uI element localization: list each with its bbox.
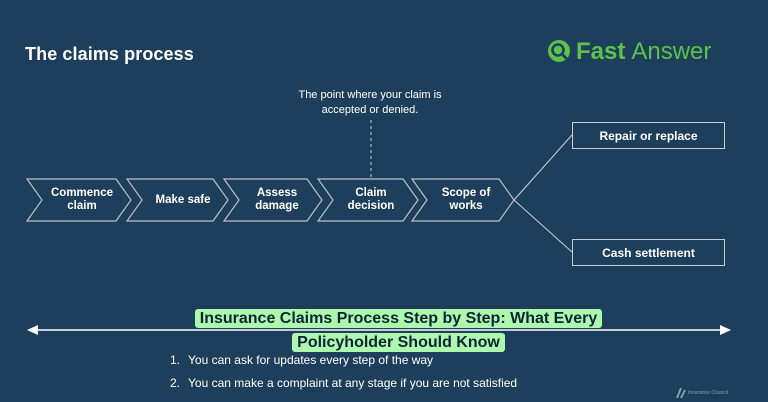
step-4-line-1: Claim [355,187,387,199]
step-make-safe: Make safe [140,179,226,221]
annotation-line-1: The point where your claim is [298,89,442,101]
magnifier-logo-icon [548,40,570,62]
diagram-title: The claims process [25,44,194,64]
outcome-cash-settlement: Cash settlement [572,239,725,266]
banner-line-1: Insurance Claims Process Step by Step: W… [194,309,603,328]
note-number: 2. [170,376,181,390]
insurance-council-watermark: Insurance Council [676,388,728,398]
banner-line-2: Policyholder Should Know [292,333,505,352]
step-5-line-1: Scope of [441,187,491,199]
fast-answer-logo: Fast Answer [546,38,711,66]
logo-word-answer: Answer [631,38,712,65]
branch-line-bottom [513,199,573,253]
council-logo-icon [676,388,686,398]
chevron-shape-3 [222,178,323,222]
timeline-arrowhead-right [720,325,731,335]
chevron-shape-2 [125,178,229,222]
step-2-line-1: Make safe [155,193,211,206]
branch-line-top [513,134,573,201]
chevron-shape-5 [410,178,515,222]
chevron-shape-1 [25,178,132,222]
step-4-line-2: decision [347,200,395,212]
step-3-line-2: damage [255,200,299,212]
note-number: 1. [170,353,181,367]
annotation-line-2: accepted or denied. [321,104,419,116]
article-title-banner: Insurance Claims Process Step by Step: W… [177,307,620,355]
outcome-repair-or-replace: Repair or replace [572,122,725,149]
note-item: 1. You can ask for updates every step of … [170,353,433,367]
watermark-text: Insurance Council [688,390,729,396]
logo-word-fast: Fast [576,38,626,65]
note-text: You can ask for updates every step of th… [188,353,434,367]
timeline-arrowhead-left [27,325,38,335]
step-1-line-1: Commence [51,187,113,199]
step-1-line-2: claim [67,200,97,212]
note-item: 2. You can make a complaint at any stage … [170,376,517,390]
step-5-line-2: works [449,200,483,212]
decision-annotation: The point where your claim is accepted o… [270,88,470,118]
step-3-line-1: Assess [256,187,298,199]
chevron-shape-4 [316,178,419,222]
note-text: You can make a complaint at any stage if… [188,376,518,390]
